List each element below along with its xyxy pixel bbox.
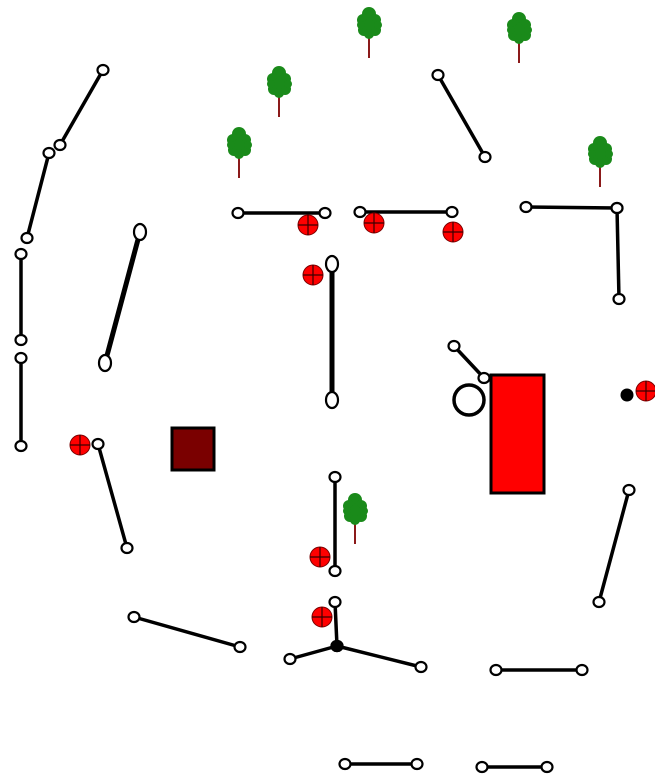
fence-segment: [338, 757, 424, 771]
fence-segment: [97, 222, 148, 373]
fence-segment: [328, 470, 342, 578]
target-layer: [69, 212, 655, 628]
red-block: [489, 373, 546, 495]
ring-marker: [452, 383, 486, 417]
target-icon: [69, 434, 91, 456]
fence-post: [575, 663, 589, 677]
fence-post: [233, 640, 247, 654]
fence-post: [477, 371, 491, 385]
target-icon: [442, 221, 464, 243]
fence-hub: [331, 640, 343, 652]
fence-segment: [324, 254, 340, 410]
fence-post: [622, 483, 636, 497]
fence-post: [14, 351, 28, 365]
fence-post: [120, 541, 134, 555]
target-icon: [309, 546, 331, 568]
fence-post: [324, 390, 340, 410]
fence-post: [338, 757, 352, 771]
fence-post: [97, 353, 113, 373]
fence-post: [540, 760, 554, 774]
fence-layer: [14, 63, 636, 774]
fence-post: [127, 610, 141, 624]
fence-post: [231, 206, 245, 220]
fence-post: [318, 206, 332, 220]
tree-icon: [227, 127, 252, 178]
fence-post: [324, 254, 340, 274]
tree-icon: [507, 12, 532, 63]
fence-segment: [91, 437, 134, 555]
prop-layer: [170, 373, 634, 495]
fence-post: [91, 437, 105, 451]
fence-post: [445, 205, 459, 219]
ball: [620, 388, 634, 402]
fence-post: [410, 757, 424, 771]
fence-segment: [431, 68, 492, 164]
fence-segment: [475, 760, 554, 774]
tree-icon: [357, 7, 382, 58]
fence-post: [14, 439, 28, 453]
target-icon: [297, 214, 319, 236]
fence-segment: [330, 639, 428, 674]
target-icon: [363, 212, 385, 234]
fence-segment: [592, 483, 636, 609]
crate-block: [170, 426, 216, 472]
fence-post: [283, 652, 297, 666]
fence-segment: [353, 205, 459, 219]
fence-post: [20, 231, 34, 245]
fence-segment: [14, 247, 28, 347]
fence-post: [353, 205, 367, 219]
fence-segment: [610, 201, 626, 306]
fence-post: [610, 201, 624, 215]
fence-segment: [489, 663, 589, 677]
fence-post: [132, 222, 148, 242]
fence-post: [414, 660, 428, 674]
fence-segment: [231, 206, 332, 220]
fence-post: [478, 150, 492, 164]
fence-post: [328, 564, 342, 578]
fence-post: [328, 470, 342, 484]
fence-post: [328, 595, 342, 609]
fence-segment: [447, 339, 491, 385]
fence-segment: [519, 200, 624, 215]
fence-post: [431, 68, 445, 82]
fence-segment: [20, 146, 56, 245]
tree-icon: [343, 493, 368, 544]
fence-post: [53, 138, 67, 152]
target-icon: [311, 606, 333, 628]
fence-segment: [127, 610, 247, 654]
fence-post: [592, 595, 606, 609]
fence-post: [519, 200, 533, 214]
fence-post: [42, 146, 56, 160]
fence-post: [489, 663, 503, 677]
target-icon: [635, 380, 655, 402]
target-icon: [302, 264, 324, 286]
tree-icon: [588, 136, 613, 187]
tree-layer: [227, 7, 613, 544]
fence-post: [612, 292, 626, 306]
fence-segment: [53, 63, 110, 152]
fence-post: [14, 333, 28, 347]
fence-post: [475, 760, 489, 774]
fence-segment: [14, 351, 28, 453]
fence-post: [96, 63, 110, 77]
fence-post: [447, 339, 461, 353]
fence-post: [14, 247, 28, 261]
tree-icon: [267, 66, 292, 117]
